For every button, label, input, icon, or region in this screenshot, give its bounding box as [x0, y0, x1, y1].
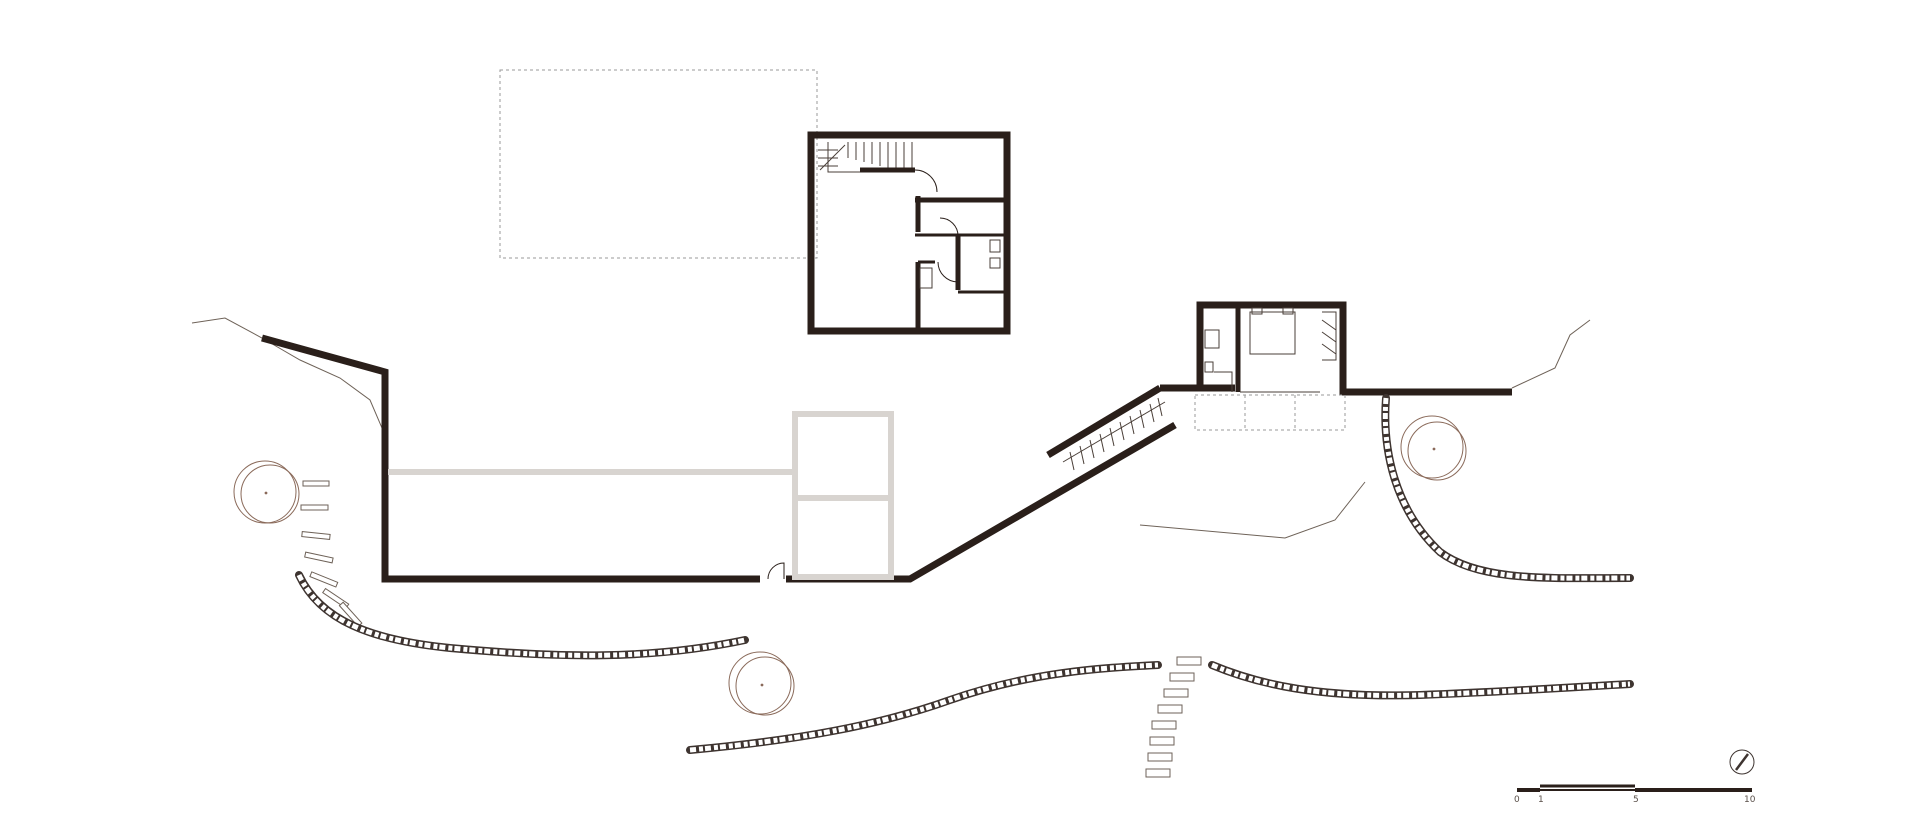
- tree-east: [1400, 415, 1467, 481]
- trees: [233, 415, 1467, 716]
- tree-south: [728, 651, 795, 716]
- stone-paths: [295, 394, 1634, 754]
- main-building: [261, 334, 1177, 583]
- north-arrow-icon: [1729, 749, 1755, 775]
- scale-tick-10: 10: [1744, 795, 1756, 805]
- main-building-west-wall: [261, 334, 760, 583]
- dashed-terrace-outline: [499, 69, 818, 259]
- scale-tick-5: 5: [1633, 795, 1639, 805]
- scale-bar: 0 1 5 10: [1514, 784, 1756, 805]
- east-building: [1194, 305, 1346, 431]
- stone-path-east: [1381, 394, 1634, 583]
- scale-tick-1: 1: [1538, 795, 1544, 805]
- stepping-stones-west: [300, 480, 363, 628]
- stone-path-southeast: [1208, 661, 1634, 700]
- left-hill-contour: [191, 317, 386, 436]
- stone-path-south: [686, 661, 1162, 754]
- scale-tick-0: 0: [1514, 795, 1520, 805]
- diagonal-stair: [1046, 384, 1166, 471]
- east-building-wall: [1160, 301, 1512, 396]
- upper-building-outer-wall: [807, 131, 1011, 335]
- ground-contour: [1139, 481, 1366, 539]
- tree-west: [233, 460, 300, 524]
- upper-building: [807, 131, 1011, 335]
- stone-path-west: [295, 571, 749, 660]
- main-building-south-wall: [786, 421, 1177, 583]
- upper-stair: [818, 142, 913, 173]
- right-hill-contour: [1511, 319, 1591, 389]
- stepping-stones-south: [1145, 656, 1202, 778]
